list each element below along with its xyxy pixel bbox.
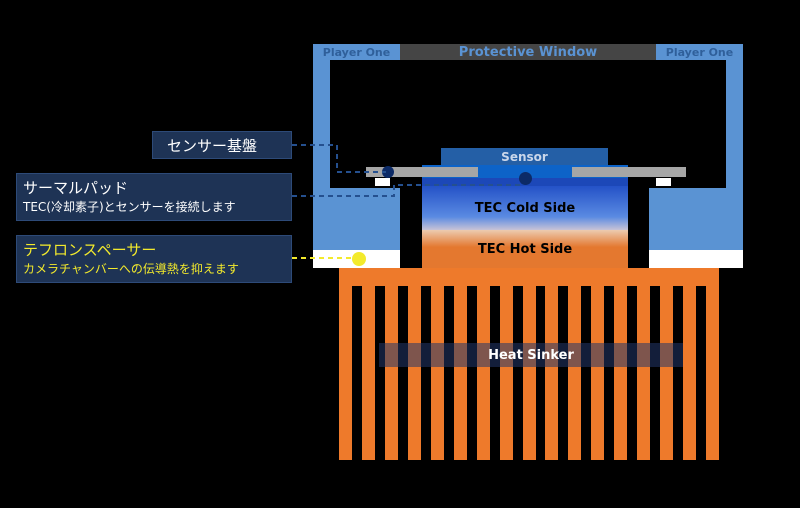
heatsink-fin	[568, 286, 582, 460]
callout-teflon-title: テフロンスペーサー	[23, 241, 157, 259]
callout-sensor-board: センサー基盤	[152, 131, 292, 159]
spacer-pin	[375, 178, 390, 186]
callout-thermal-pad-title: サーマルパッド	[23, 179, 129, 197]
sensor: Sensor	[441, 148, 608, 165]
heatsink-fins	[339, 286, 719, 460]
heatsink-fin	[683, 286, 697, 460]
housing-label-left: Player One	[322, 45, 391, 59]
heatsink-fin	[706, 286, 719, 460]
thermal-pad-leader	[292, 184, 524, 197]
heatsink-base	[339, 268, 719, 286]
thermal-pad-marker	[519, 172, 532, 185]
teflon-spacer-right	[649, 250, 743, 268]
tec-cold-side: TEC Cold Side	[422, 186, 628, 230]
heatsink-fin	[499, 286, 513, 460]
sensor-board-marker	[382, 166, 394, 178]
callout-teflon-desc: カメラチャンバーへの伝導熱を抑えます	[23, 262, 239, 276]
teflon-marker	[352, 252, 366, 266]
callout-teflon: テフロンスペーサー カメラチャンバーへの伝導熱を抑えます	[16, 235, 292, 283]
heatsink-fin	[339, 286, 352, 460]
heatsink-fin	[545, 286, 559, 460]
heatsink-fin	[660, 286, 674, 460]
protective-window: Protective Window	[400, 44, 656, 60]
heatsink-fin	[637, 286, 651, 460]
heatsink-fin	[522, 286, 536, 460]
housing-label-right: Player One	[665, 45, 734, 59]
heatsink-fin	[407, 286, 421, 460]
callout-thermal-pad: サーマルパッド TEC(冷却素子)とセンサーを接続します	[16, 173, 292, 221]
heatsink-fin	[614, 286, 628, 460]
heatsink-label: Heat Sinker	[379, 343, 683, 367]
callout-sensor-board-title: センサー基盤	[167, 137, 258, 155]
sensor-board-cut	[478, 165, 572, 178]
spacer-pin	[656, 178, 671, 186]
heatsink-fin	[591, 286, 605, 460]
heatsink-fin	[476, 286, 490, 460]
heatsink-fin	[430, 286, 444, 460]
heatsink-fin	[453, 286, 467, 460]
callout-thermal-pad-desc: TEC(冷却素子)とセンサーを接続します	[23, 200, 236, 214]
tec-hot-side: TEC Hot Side	[422, 230, 628, 268]
heatsink-fin	[361, 286, 375, 460]
heatsink-fin	[384, 286, 398, 460]
sensor-board-leader	[292, 144, 386, 173]
